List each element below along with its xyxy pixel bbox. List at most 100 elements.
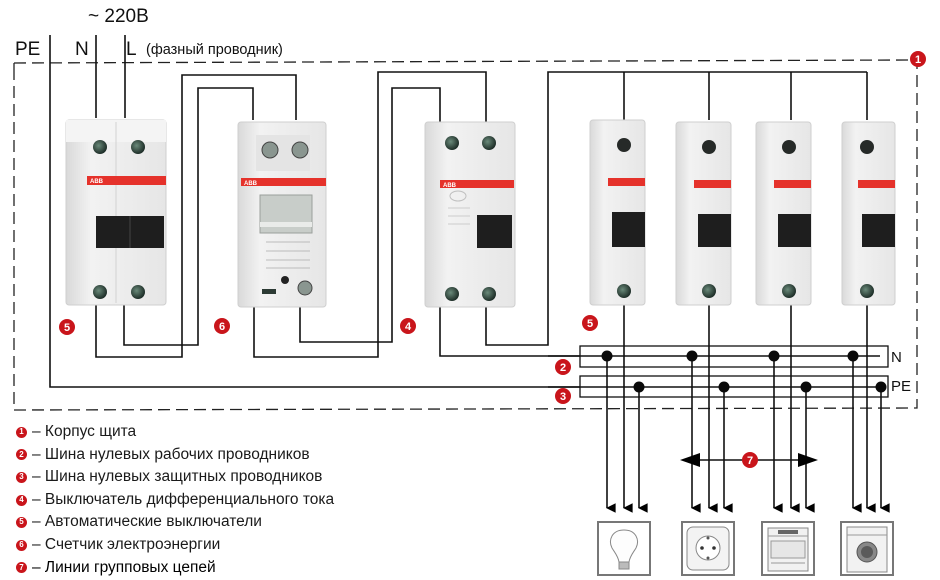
legend-text: – Корпус щита <box>32 423 137 440</box>
svg-text:7: 7 <box>747 455 753 467</box>
load-stove <box>761 521 815 576</box>
badge-energy-meter: 6 <box>214 318 230 334</box>
group-breaker-1 <box>589 119 646 306</box>
terminal-screw-icon <box>445 287 459 301</box>
legend-text: – Счетчик электроэнергии <box>32 535 221 553</box>
svg-text:ABB: ABB <box>244 181 258 187</box>
pe-supply-wire <box>49 35 580 388</box>
load-socket <box>681 521 735 576</box>
terminal-screw-icon <box>93 140 107 154</box>
l-supply-note: (фазный проводник) <box>146 42 283 58</box>
abb-stripe <box>87 176 166 185</box>
toggle-lever <box>612 212 645 247</box>
terminal-screw-icon <box>261 141 279 159</box>
badge-group-breakers: 5 <box>582 315 598 331</box>
wire-meter-n-to-rcd <box>253 71 487 358</box>
rcd-device: ABB <box>424 121 516 308</box>
terminal-screw-icon <box>482 287 496 301</box>
badge-enclosure: 1 <box>910 51 926 67</box>
junction-n-3 <box>768 350 780 362</box>
svg-text:ABB: ABB <box>443 183 457 189</box>
group-circuit-lines <box>606 305 890 513</box>
pe-bus-label: PE <box>891 378 911 395</box>
arrow-right-icon <box>798 453 818 467</box>
terminal-screw-icon <box>860 140 874 154</box>
legend-text: – Выключатель дифференциального тока <box>32 490 335 508</box>
svg-text:5: 5 <box>587 318 593 330</box>
legend-item-group-lines: 7 – Линии групповых цепей <box>16 557 334 580</box>
abb-stripe <box>858 180 895 188</box>
svg-text:ABB: ABB <box>90 179 104 185</box>
junction-n-2 <box>686 350 698 362</box>
legend-item-pe-bus: 3 – Шина нулевых защитных проводников <box>16 466 334 489</box>
load-light <box>597 521 651 576</box>
toggle-lever <box>862 214 895 247</box>
terminal-screw-icon <box>782 140 796 154</box>
badge-n-bus: 2 <box>555 359 571 375</box>
legend-text: – Автоматические выключатели <box>32 513 262 531</box>
svg-text:1: 1 <box>915 54 921 66</box>
legend-item-rcd: 4 – Выключатель дифференциального тока <box>16 489 334 512</box>
legend: 1 – Корпус щита 2 – Шина нулевых рабочих… <box>16 421 334 579</box>
badge-rcd: 4 <box>400 318 416 334</box>
load-washer <box>840 521 894 576</box>
terminal-screw-icon <box>297 280 313 296</box>
abb-stripe <box>440 180 514 188</box>
terminal-screw-icon <box>617 138 631 152</box>
wire-main-breaker-n-to-meter <box>95 74 297 358</box>
legend-badge: 6 <box>16 539 27 551</box>
wire-meter-l-to-rcd <box>299 87 441 343</box>
badge-pe-bus: 3 <box>555 388 571 404</box>
legend-text: – Линии групповых цепей <box>32 558 216 576</box>
junction-pe-3 <box>800 381 812 393</box>
pe-supply-label: PE <box>15 39 40 60</box>
toggle-lever <box>477 215 512 248</box>
l-supply-label: L <box>126 39 137 60</box>
terminal-screw-icon <box>131 140 145 154</box>
junction-pe-4 <box>875 381 887 393</box>
legend-badge: 4 <box>16 494 27 506</box>
abb-stripe <box>241 178 326 186</box>
terminal-screw-icon <box>702 284 716 298</box>
legend-badge: 3 <box>16 471 27 483</box>
legend-badge: 7 <box>16 562 27 574</box>
junction-n-4 <box>847 350 859 362</box>
abb-stripe <box>608 178 645 186</box>
enclosure-outline <box>13 59 918 411</box>
terminal-screw-icon <box>782 284 796 298</box>
power-socket-icon <box>686 526 730 571</box>
terminal-screw-icon <box>445 136 459 150</box>
wire-rcd-l-to-breakers <box>485 71 867 346</box>
group-breaker-4 <box>841 121 896 306</box>
arrow-left-icon <box>680 453 700 467</box>
group-breaker-3 <box>755 121 812 306</box>
group-lines-indicator: 7 <box>680 452 818 468</box>
bus-junctions <box>601 350 887 393</box>
washing-machine-icon <box>846 526 888 573</box>
abb-stripe <box>774 180 811 188</box>
svg-text:3: 3 <box>560 391 566 403</box>
n-bus-label: N <box>891 349 902 366</box>
badge-main-breaker: 5 <box>59 319 75 335</box>
terminal-screw-icon <box>860 284 874 298</box>
legend-badge: 2 <box>16 449 27 461</box>
legend-item-n-bus: 2 – Шина нулевых рабочих проводников <box>16 444 334 467</box>
wire-rcd-n-to-bus <box>439 305 582 357</box>
svg-text:4: 4 <box>405 321 412 333</box>
legend-item-enclosure: 1 – Корпус щита <box>16 421 334 444</box>
n-supply-label: N <box>75 39 89 60</box>
light-bulb-icon <box>610 529 638 570</box>
main-breaker: ABB <box>65 119 167 306</box>
legend-item-breakers: 5 – Автоматические выключатели <box>16 511 334 534</box>
abb-stripe <box>694 180 731 188</box>
junction-pe-2 <box>718 381 730 393</box>
meter-display <box>259 194 313 234</box>
test-button <box>449 190 467 202</box>
terminal-screw-icon <box>482 136 496 150</box>
terminal-screw-icon <box>291 141 309 159</box>
legend-text: – Шина нулевых рабочих проводников <box>32 445 310 463</box>
legend-text: – Шина нулевых защитных проводников <box>32 468 323 486</box>
junction-pe-1 <box>633 381 645 393</box>
svg-text:5: 5 <box>64 322 70 334</box>
